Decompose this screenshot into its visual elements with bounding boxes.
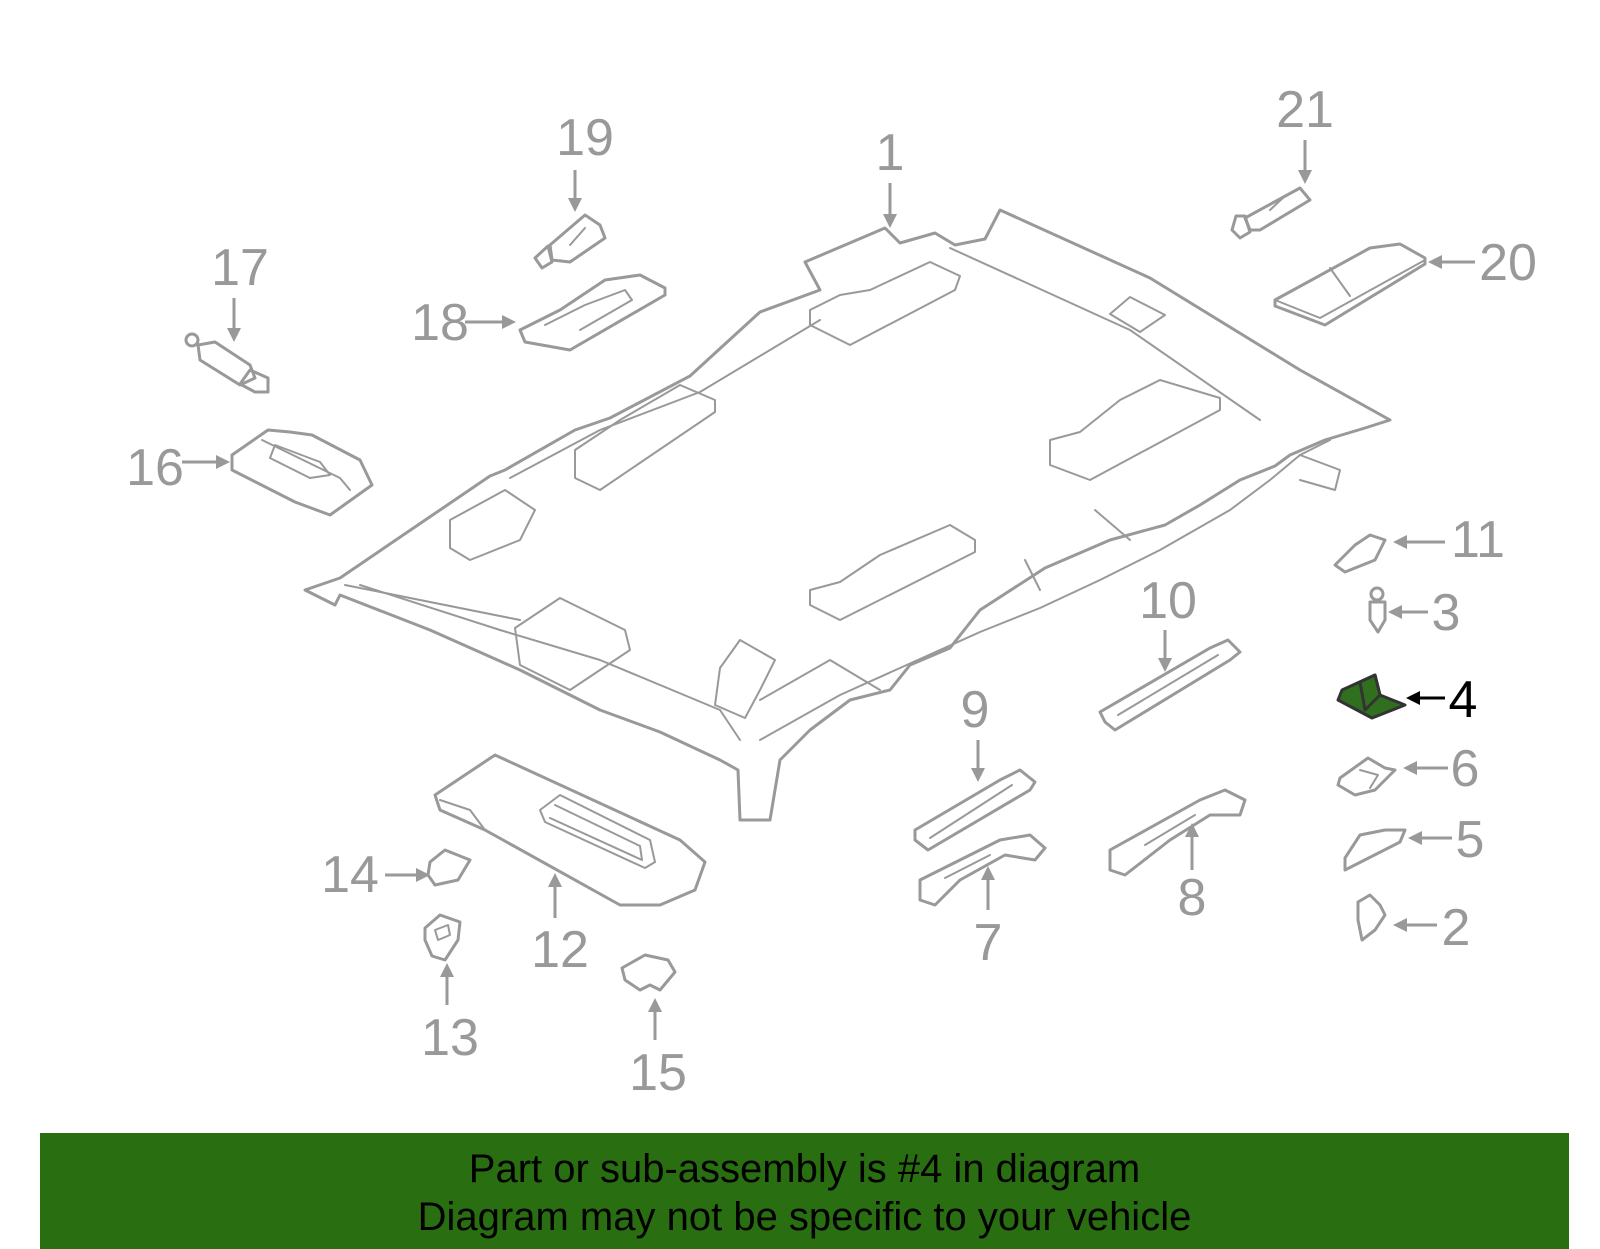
callout-17: 17 — [211, 239, 269, 297]
part-20-lamp — [1273, 242, 1427, 327]
leader-arrows — [182, 140, 1475, 1040]
part-14-clip — [426, 848, 472, 887]
callout-14: 14 — [321, 846, 379, 904]
callout-20: 20 — [1479, 234, 1537, 292]
callout-11: 11 — [1451, 511, 1505, 569]
callout-10: 10 — [1139, 572, 1197, 630]
part-2-clip — [1356, 893, 1387, 942]
part-10-grab-handle — [1098, 638, 1242, 732]
callout-8: 8 — [1178, 869, 1207, 927]
callout-21: 21 — [1276, 81, 1334, 139]
callout-18: 18 — [411, 294, 469, 352]
part-18-lamp — [518, 273, 667, 352]
callout-16: 16 — [126, 439, 184, 497]
callout-1: 1 — [876, 124, 905, 182]
callout-3: 3 — [1432, 584, 1461, 642]
part-3-clip — [1368, 586, 1387, 634]
callout-19: 19 — [556, 109, 614, 167]
banner-line-2: Diagram may not be specific to your vehi… — [417, 1195, 1192, 1239]
parts-diagram: 1 19 21 17 18 16 20 11 10 3 4 9 6 5 14 8… — [126, 81, 1537, 1102]
part-8-grab-handle — [1108, 788, 1247, 877]
part-19-bulb — [533, 213, 607, 270]
part-7-grab-handle — [918, 833, 1047, 907]
part-4-highlighted — [1336, 673, 1407, 720]
part-15-hook — [620, 953, 677, 992]
part-21-bulb — [1230, 186, 1312, 240]
callout-9: 9 — [961, 681, 990, 739]
callout-12: 12 — [531, 921, 589, 979]
part-6-cover — [1336, 756, 1397, 797]
part-5-bracket — [1343, 828, 1407, 872]
part-13-clip — [423, 913, 462, 962]
part-12-sun-visor — [433, 753, 707, 907]
headliner-part — [303, 208, 1392, 822]
callout-15: 15 — [629, 1044, 687, 1102]
callout-7: 7 — [974, 914, 1003, 972]
callout-4: 4 — [1449, 671, 1478, 729]
callout-13: 13 — [421, 1009, 479, 1067]
part-17-bulb — [184, 332, 270, 394]
part-11-bracket — [1333, 533, 1387, 574]
info-banner: Part or sub-assembly is #4 in diagram Di… — [40, 1133, 1569, 1249]
callout-6: 6 — [1451, 740, 1480, 798]
part-16-lamp — [230, 428, 374, 517]
banner-line-1: Part or sub-assembly is #4 in diagram — [468, 1147, 1141, 1191]
callout-2: 2 — [1442, 899, 1471, 957]
callout-5: 5 — [1456, 811, 1485, 869]
part-9-grab-handle — [913, 768, 1037, 852]
